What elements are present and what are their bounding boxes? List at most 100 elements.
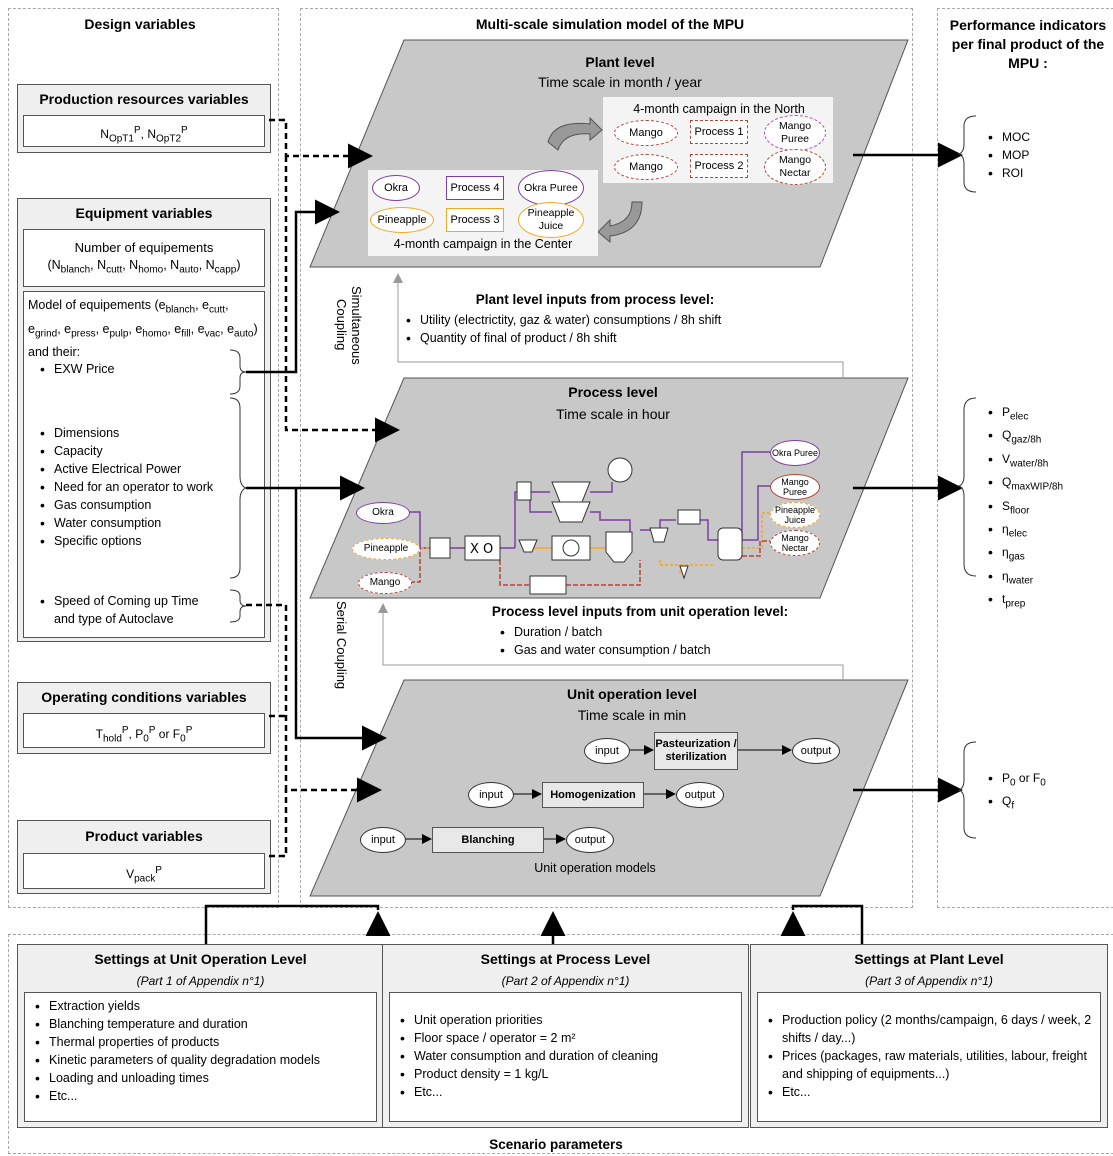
- product-content: VpackP: [126, 865, 162, 885]
- settings-title: Settings at Process Level: [480, 951, 651, 967]
- brace-exw: [229, 349, 247, 395]
- plant-north-process: Process 2: [690, 154, 748, 178]
- operating-content: TholdP, P0P or F0P: [95, 725, 193, 745]
- settings-item: Loading and unloading times: [27, 1069, 372, 1087]
- settings-panel: Settings at Plant Level (Part 3 of Append…: [750, 944, 1108, 1128]
- unit-output: output: [676, 782, 724, 808]
- plant-settings-arrow: [791, 904, 864, 944]
- plant-north-output: Mango Nectar: [764, 149, 826, 185]
- process-indicator: Pelec: [980, 403, 1100, 426]
- settings-panel: Settings at Process Level(Part 2 of Appe…: [382, 944, 749, 1128]
- settings-item: Thermal properties of products: [27, 1033, 372, 1051]
- production-dashed: [269, 118, 373, 169]
- equipment-property: Need for an operator to work: [32, 478, 242, 496]
- plant-indicator: MOC: [980, 128, 1100, 146]
- plant-input-item: Utility (electrictity, gaz & water) cons…: [398, 311, 838, 329]
- design-header: Design variables: [84, 16, 196, 32]
- simultaneous-coupling-label: Simultaneous Coupling: [334, 285, 364, 365]
- svg-text:X O: X O: [470, 542, 493, 557]
- equipment-exw: EXW Price: [32, 360, 232, 378]
- plant-center-caption: 4-month campaign in the Center: [393, 237, 573, 251]
- exw-to-plant-arrow: [246, 199, 340, 374]
- plant-center-input: Okra: [372, 175, 420, 201]
- settings-item: Blanching temperature and duration: [27, 1015, 372, 1033]
- product-dashed: [269, 790, 288, 858]
- equipment-number-label: Number of equipements: [74, 240, 214, 255]
- unit-input: input: [360, 827, 406, 853]
- process-indicator: ηelec: [980, 520, 1100, 543]
- settings-panel: Settings at Unit Operation Level (Part 1 …: [17, 944, 384, 1128]
- process-input-item: Duration / batch: [492, 623, 812, 641]
- equipment-speed: Speed of Coming up Time and type of Auto…: [32, 592, 202, 628]
- indicator-bracket-process: [957, 397, 977, 577]
- settings-item: Unit operation priorities: [392, 1011, 737, 1029]
- process-indicators: PelecQgaz/8hVwater/8hQmaxWIP/8hSfloorηel…: [980, 403, 1100, 614]
- process-flow-lines: [406, 451, 770, 586]
- unit-operation: Homogenization: [542, 782, 644, 808]
- process-title: Process level: [568, 384, 658, 400]
- process-inputs-title: Process level inputs from unit operation…: [491, 604, 789, 619]
- unit-caption: Unit operation models: [534, 861, 656, 875]
- plant-input-item: Quantity of final of product / 8h shift: [398, 329, 838, 347]
- brace-props: [229, 397, 248, 579]
- equipment-property: Dimensions: [32, 424, 242, 442]
- settings-subtitle: (Part 3 of Appendix n°1): [865, 974, 993, 988]
- serial-coupling-label: Serial Coupling: [334, 600, 349, 690]
- settings-item: Water consumption and duration of cleani…: [392, 1047, 737, 1065]
- plant-center-input: Pineapple: [370, 207, 434, 233]
- plant-center-output: Pineapple Juice: [518, 202, 584, 238]
- multiscale-header: Multi-scale simulation model of the MPU: [475, 16, 745, 32]
- equipment-model-text: Model of equipements (eblanch, ecutt, eg…: [28, 298, 258, 359]
- unit-output: output: [566, 827, 614, 853]
- plant-north-caption: 4-month campaign in the North: [633, 102, 805, 116]
- equipment-number-vars: (Nblanch, Ncutt, Nhomo, Nauto, Ncapp): [47, 258, 241, 276]
- settings-item: Etc...: [760, 1083, 1096, 1101]
- plant-indicators: MOCMOPROI: [980, 128, 1100, 182]
- process-indicator: Qgaz/8h: [980, 426, 1100, 449]
- process-indicator: Sfloor: [980, 497, 1100, 520]
- settings-title: Settings at Plant Level: [854, 951, 1004, 967]
- plant-north-process: Process 1: [690, 120, 748, 144]
- plant-center-process: Process 4: [446, 176, 504, 200]
- process-subtitle: Time scale in hour: [556, 406, 670, 422]
- equipment-model-box: Model of equipements (eblanch, ecutt, eg…: [23, 291, 265, 638]
- settings-box: Unit operation prioritiesFloor space / o…: [389, 992, 742, 1122]
- settings-subtitle: (Part 1 of Appendix n°1): [136, 974, 265, 988]
- process-input-item: Gas and water consumption / batch: [492, 641, 812, 659]
- plant-title: Plant level: [585, 54, 655, 70]
- plant-indicator: ROI: [980, 164, 1100, 182]
- equipment-dashed: [284, 156, 400, 443]
- scenario-label: Scenario parameters: [489, 1137, 623, 1152]
- plant-subtitle: Time scale in month / year: [538, 74, 702, 90]
- settings-item: Prices (packages, raw materials, utiliti…: [760, 1047, 1096, 1083]
- process-output: Mango Nectar: [770, 530, 820, 556]
- equipment-property: Gas consumption: [32, 496, 242, 514]
- settings-item: Floor space / operator = 2 m²: [392, 1029, 737, 1047]
- process-indicator: QmaxWIP/8h: [980, 473, 1100, 496]
- unit-input: input: [468, 782, 514, 808]
- production-title: Production resources variables: [39, 91, 249, 107]
- operating-content-box: TholdP, P0P or F0P: [23, 713, 265, 748]
- settings-box: Production policy (2 months/campaign, 6 …: [757, 992, 1101, 1122]
- process-output: Pineapple Juice: [770, 502, 820, 528]
- design-region: [8, 8, 279, 908]
- equipment-title: Equipment variables: [75, 205, 213, 221]
- indicator-bracket-plant: [957, 115, 977, 193]
- process-indicator: ηgas: [980, 543, 1100, 566]
- plant-indicator: MOP: [980, 146, 1100, 164]
- equipment-property: Water consumption: [32, 514, 242, 532]
- unit-settings-arrow: [204, 904, 380, 944]
- settings-item: Extraction yields: [27, 997, 372, 1015]
- settings-title: Settings at Unit Operation Level: [94, 951, 307, 967]
- process-indicator: Vwater/8h: [980, 450, 1100, 473]
- rotate-arrow-bottom: [597, 201, 643, 244]
- unit-indicator: P0 or F0: [980, 769, 1100, 792]
- operating-title: Operating conditions variables: [41, 689, 247, 705]
- process-output: Mango Puree: [770, 474, 820, 500]
- process-indicator: tprep: [980, 590, 1100, 613]
- unit-subtitle: Time scale in min: [577, 707, 687, 723]
- plant-center-process: Process 3: [446, 208, 504, 232]
- product-content-box: VpackP: [23, 853, 265, 889]
- process-output: Okra Puree: [770, 440, 820, 466]
- plant-inputs-title: Plant level inputs from process level:: [475, 292, 715, 307]
